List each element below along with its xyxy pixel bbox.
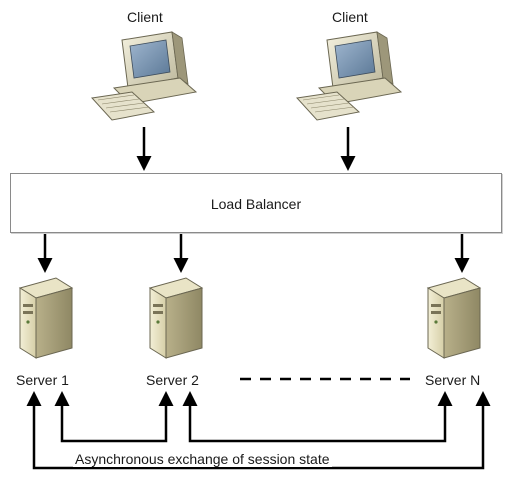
server-label: Server 2 — [146, 372, 199, 388]
server-icon-n — [426, 277, 482, 359]
client-computer-icon-1 — [91, 31, 198, 121]
server1-serverN-exchange-line — [26, 391, 491, 470]
server2-serverN-exchange-line — [182, 391, 453, 443]
client-label: Client — [127, 9, 163, 25]
load-balancer-label: Load Balancer — [210, 196, 302, 212]
session-exchange-caption: Asynchronous exchange of session state — [73, 451, 332, 467]
client-computer-icon-2 — [296, 31, 403, 121]
client-label: Client — [332, 9, 368, 25]
server-label: Server 1 — [16, 372, 69, 388]
load-balancer-box: Load Balancer — [10, 173, 502, 233]
server-icon-2 — [148, 277, 204, 359]
server-label: Server N — [425, 372, 481, 388]
server1-server2-exchange-line — [54, 391, 174, 443]
server-icon-1 — [18, 277, 74, 359]
